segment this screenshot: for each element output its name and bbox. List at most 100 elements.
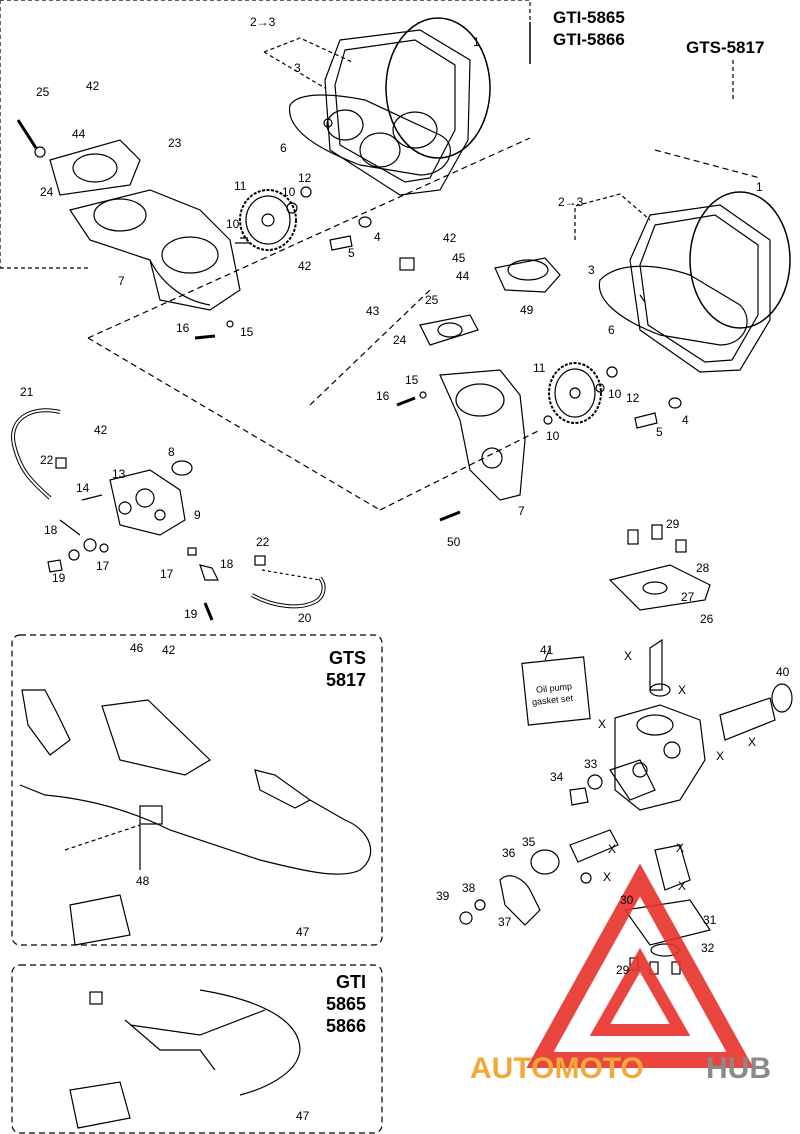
x-mark: X (678, 683, 687, 697)
gti-box-title-line2: 5865 (325, 994, 366, 1014)
callout-50: 50 (447, 535, 461, 549)
callout-31: 31 (703, 913, 717, 927)
callout-2to3: 2→3 (250, 15, 276, 29)
callout-27: 27 (681, 590, 695, 604)
gti-throttle-cable (89, 989, 301, 1096)
callout-36: 36 (502, 846, 516, 860)
model-label-gti-5866: GTI-5866 (553, 30, 625, 49)
model-label-gti-5865: GTI-5865 (553, 8, 625, 27)
oil-pump-left (109, 469, 186, 536)
callout-12: 12 (298, 171, 312, 185)
callout-42: 42 (86, 79, 100, 93)
callout-12b: 12 (626, 391, 640, 405)
callout-28: 28 (696, 561, 710, 575)
callout-29: 29 (666, 517, 680, 531)
callout-10b: 10 (226, 217, 240, 231)
callout-35: 35 (522, 835, 536, 849)
callout-5: 5 (348, 246, 355, 260)
callout-2to3b: 2→3 (558, 195, 584, 209)
callout-1b: 1 (756, 180, 763, 194)
callout-40: 40 (776, 665, 790, 679)
gti-cable-box (11, 964, 383, 1134)
callout-20: 20 (298, 611, 312, 625)
callout-22: 22 (40, 453, 54, 467)
rotary-valve-housing-left (49, 139, 241, 311)
x-mark: X (603, 870, 612, 884)
rotary-valve-housing-right (439, 369, 526, 501)
callout-3: 3 (294, 61, 301, 75)
callout-18b: 18 (220, 557, 234, 571)
x-mark: X (598, 717, 607, 731)
callout-32: 32 (701, 941, 715, 955)
callout-49: 49 (520, 303, 534, 317)
callout-26: 26 (700, 612, 714, 626)
gti-box-title-line3: 5866 (325, 1016, 366, 1036)
x-mark: X (608, 842, 617, 856)
callout-44: 44 (72, 127, 86, 141)
rotary-valve-gear-right (548, 362, 602, 424)
callout-9: 9 (194, 508, 201, 522)
callout-13: 13 (112, 467, 126, 481)
callout-47: 47 (296, 925, 310, 939)
callout-5b: 5 (656, 425, 663, 439)
callout-1: 1 (473, 35, 480, 49)
callout-29b: 29 (616, 963, 630, 977)
callout-4b: 4 (682, 413, 689, 427)
callout-38: 38 (462, 881, 476, 895)
callout-14: 14 (76, 481, 90, 495)
callout-11: 11 (234, 179, 247, 193)
callout-19: 19 (52, 571, 66, 585)
gts-box-title-line2: 5817 (325, 670, 366, 690)
callout-42d: 42 (94, 423, 108, 437)
gts-box-title-line1: GTS (328, 648, 366, 668)
callout-10: 10 (282, 185, 296, 199)
callout-8: 8 (168, 445, 175, 459)
callout-42b: 42 (298, 259, 312, 273)
x-mark: X (748, 735, 757, 749)
callout-30: 30 (620, 893, 634, 907)
callout-48: 48 (136, 874, 150, 888)
callout-39: 39 (436, 889, 450, 903)
x-mark: X (716, 749, 725, 763)
callout-23: 23 (168, 136, 182, 150)
callout-18: 18 (44, 523, 58, 537)
callout-45: 45 (452, 251, 466, 265)
callout-15: 15 (240, 325, 254, 339)
callout-42e: 42 (162, 643, 176, 657)
callout-43: 43 (366, 304, 380, 318)
callout-15b: 15 (405, 373, 419, 387)
model-label-gts-5817: GTS-5817 (686, 38, 765, 57)
callout-37: 37 (498, 915, 512, 929)
automotohub-watermark-logo (526, 863, 754, 1068)
callout-10c: 10 (608, 387, 622, 401)
rotary-valve-cover-gti (289, 17, 491, 196)
callout-25b: 25 (425, 293, 439, 307)
callout-25: 25 (36, 85, 50, 99)
callout-24b: 24 (393, 333, 407, 347)
callout-3b: 3 (588, 263, 595, 277)
callout-47b: 47 (296, 1109, 310, 1123)
gti-box-title-line1: GTI (336, 972, 366, 992)
callout-41: 41 (540, 643, 554, 657)
callout-44b: 44 (456, 269, 470, 283)
callout-11b: 11 (533, 361, 546, 375)
callout-16: 16 (176, 321, 190, 335)
x-mark: X (676, 841, 685, 855)
oil-pump-right (609, 704, 706, 811)
gasket-kit-card (521, 656, 591, 726)
rotary-valve-gear-left (239, 189, 297, 251)
x-mark: X (624, 649, 633, 663)
callout-46: 46 (130, 641, 144, 655)
callout-21: 21 (20, 385, 34, 399)
callout-34: 34 (550, 770, 564, 784)
x-mark: X (678, 879, 687, 893)
callout-17: 17 (96, 559, 110, 573)
rotary-valve-cover-gts (598, 191, 791, 373)
gts-throttle-cable (19, 689, 372, 875)
callout-22b: 22 (256, 535, 270, 549)
callout-7b: 7 (518, 504, 525, 518)
callout-4: 4 (374, 230, 381, 244)
callout-16b: 16 (376, 389, 390, 403)
callout-10d: 10 (546, 429, 560, 443)
